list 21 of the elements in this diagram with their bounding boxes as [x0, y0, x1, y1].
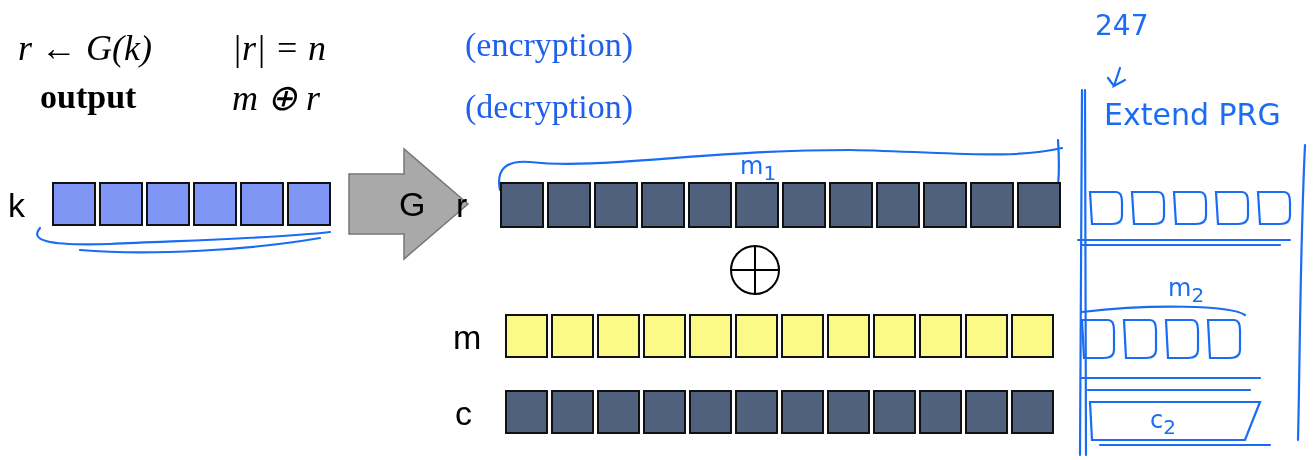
handwritten-note: m$_{1}$ [740, 154, 777, 183]
edge-label: G [399, 187, 426, 221]
variable-label: m [453, 320, 482, 354]
handwritten-note: c$_{2}$ [1150, 408, 1176, 437]
mode-label: (decryption) [465, 90, 634, 124]
handwritten-note: Extend PRG [1104, 100, 1281, 130]
formula-text: |r| = n [232, 30, 327, 66]
key-bit-bar [52, 182, 331, 226]
variable-label: k [8, 188, 25, 222]
ciphertext-bit-bar [505, 390, 1054, 434]
message-bit-bar [505, 314, 1054, 358]
formula-text: output [40, 80, 137, 114]
variable-label: c [455, 396, 472, 430]
formula-text: r ← G(k) [18, 30, 152, 66]
handwritten-note: 247 [1095, 12, 1149, 40]
variable-label: r [456, 188, 468, 222]
fat-arrow [348, 147, 470, 261]
formula-text: m ⊕ r [232, 80, 320, 116]
handwritten-note: m$_{2}$ [1168, 276, 1205, 305]
mode-label: (encryption) [465, 28, 634, 62]
keystream-bit-bar [500, 182, 1061, 228]
